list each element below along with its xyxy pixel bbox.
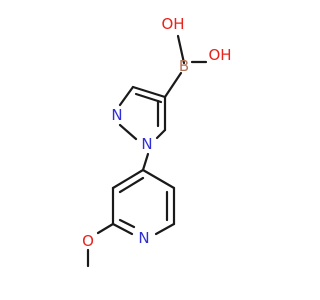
bond-py-c3-c4-double	[118, 176, 145, 194]
bond-c4-c3-double	[134, 92, 163, 104]
bond-py-c4-c5	[141, 168, 176, 190]
atom-pyrazole-n2: N	[111, 106, 122, 124]
chemical-structure: B OH OH N N N O	[82, 15, 232, 268]
bond-py-n-c2-double	[118, 218, 136, 229]
atom-pyrazole-n1: N	[141, 135, 152, 153]
bond-c4-c3	[131, 85, 167, 99]
atom-oh-right: OH	[208, 46, 231, 64]
atom-methoxy-o: O	[82, 232, 94, 250]
atom-labels: B OH OH N N N O	[82, 15, 231, 250]
bond-n1-c5	[155, 128, 167, 140]
atom-oh-left: OH	[161, 15, 184, 33]
bond-py-c6-n	[154, 222, 176, 236]
bond-c4-b	[163, 71, 183, 99]
bonds	[86, 34, 208, 268]
atom-pyridine-n: N	[138, 229, 149, 247]
bond-n2-n1-a	[118, 123, 138, 141]
bond-py-c3-c4	[111, 168, 145, 190]
bond-b-oh-left	[176, 34, 186, 65]
bond-c2-o	[96, 222, 115, 235]
bond-py-n-c2	[111, 222, 134, 236]
atom-boron: B	[179, 57, 189, 75]
bond-n1-pyridine	[141, 152, 150, 172]
bond-c3-n2	[118, 85, 135, 107]
